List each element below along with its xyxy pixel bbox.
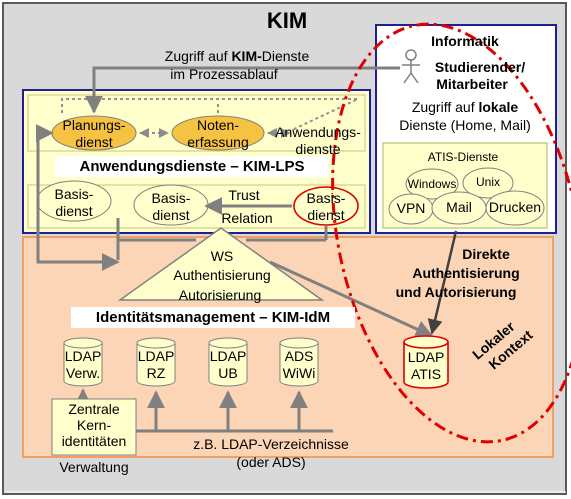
planning-line2: dienst (75, 134, 113, 150)
ldap-verw-line1: LDAP (64, 348, 102, 364)
access-kim-prefix: Zugriff auf (164, 48, 232, 64)
student-line1: Studierender/ (434, 59, 526, 75)
app-services-line1: Anwendungs- (275, 124, 361, 140)
unix-ellipse[interactable] (462, 167, 514, 199)
ws-atis-arrow (269, 260, 434, 338)
trust-line1: Trust (228, 187, 260, 203)
ads-wiwi-line1: ADS (284, 348, 314, 364)
central-line1: Zentrale (68, 401, 120, 417)
access-kim-suffix: Dienste (261, 48, 310, 64)
windows-label: Windows (407, 177, 457, 191)
central-line4: Verwaltung (59, 459, 129, 475)
atis-title: ATIS-Dienste (427, 150, 499, 164)
access-local-label: Zugriff auf lokale (412, 100, 518, 115)
direct-auth-line1: Direkte (462, 246, 510, 262)
planning-line1: Planungs- (62, 117, 126, 133)
basis-service-3-ellipse[interactable] (293, 186, 359, 226)
ldap-rz-line2: RZ (146, 365, 166, 381)
unix-label: Unix (475, 175, 501, 189)
idm-title: Identitätsmanagement – KIM-IdM (95, 309, 331, 326)
ldap-verw-cylinder[interactable] (63, 337, 103, 387)
direct-auth-line2: Authentisierung (412, 265, 520, 281)
drucken-label: Drucken (488, 199, 542, 215)
access-kim-label: Zugriff auf KIM-Dienste (165, 49, 309, 64)
notes-line2: erfassung (187, 134, 249, 150)
ldap-verw-line2: Verw. (65, 365, 101, 381)
person-icon (402, 49, 420, 84)
ldap-ub-cylinder[interactable] (208, 337, 248, 387)
idm-title-box (71, 307, 355, 328)
direct-auth-arrow (427, 230, 458, 335)
access-kim-arrow (85, 66, 400, 114)
access-kim-bold: KIM- (231, 48, 262, 64)
lps-title: Anwendungsdienste – KIM-LPS (79, 158, 305, 175)
directories-line1: z.B. LDAP-Verzeichnisse (193, 436, 349, 452)
basis3-line2: dienst (307, 207, 345, 223)
page-title: KIM (266, 8, 308, 33)
access-kim-line2: im Prozessablauf (170, 66, 278, 82)
ws-line1: WS (210, 248, 234, 264)
access-local-prefix: Zugriff auf (411, 99, 479, 115)
ldap-rz-cylinder[interactable] (136, 337, 176, 387)
basis1-line2: dienst (55, 203, 93, 219)
basis2-line2: dienst (152, 207, 190, 223)
ws-line3: Autorisierung (178, 287, 262, 303)
vpn-label: VPN (396, 200, 426, 216)
app-services-line2: dienste (295, 141, 341, 157)
local-context-ellipse (331, 22, 571, 444)
access-local-bold: lokale (478, 99, 519, 115)
trust-line2: Relation (221, 210, 273, 226)
mail-label: Mail (446, 199, 472, 215)
direct-auth-line3: und Autorisierung (395, 284, 517, 300)
ldap-atis-cylinder[interactable] (403, 335, 449, 389)
notes-line1: Noten- (196, 117, 240, 133)
lps-title-box (55, 156, 329, 177)
informatik-label: Informatik (431, 33, 499, 49)
ldap-ub-line1: LDAP (209, 348, 247, 364)
windows-ellipse[interactable] (405, 168, 459, 200)
ldap-atis-line2: ATIS (410, 366, 442, 382)
ldap-ub-line2: UB (218, 365, 238, 381)
ads-wiwi-cylinder[interactable] (279, 337, 319, 387)
notes-service-ellipse[interactable] (171, 115, 265, 151)
ws-line2: Authentisierung (173, 267, 271, 283)
student-line2: Mitarbeiter (436, 76, 508, 92)
left-ws-arrow (36, 133, 120, 271)
central-line3: identitäten (61, 433, 127, 449)
dotted-flow-path (61, 98, 359, 131)
basis1-line1: Basis- (54, 186, 94, 202)
access-local-line2: Dienste (Home, Mail) (399, 117, 531, 133)
basis3-line1: Basis- (306, 190, 346, 206)
ads-wiwi-line2: WiWi (282, 365, 316, 381)
directories-line2: (oder ADS) (236, 454, 306, 470)
ldap-rz-line1: LDAP (137, 348, 175, 364)
basis2-line1: Basis- (151, 190, 191, 206)
central-line2: Kern- (76, 417, 112, 433)
central-identity-box[interactable] (51, 398, 137, 456)
ldap-atis-line1: LDAP (407, 349, 445, 365)
drucken-ellipse[interactable] (485, 190, 545, 226)
